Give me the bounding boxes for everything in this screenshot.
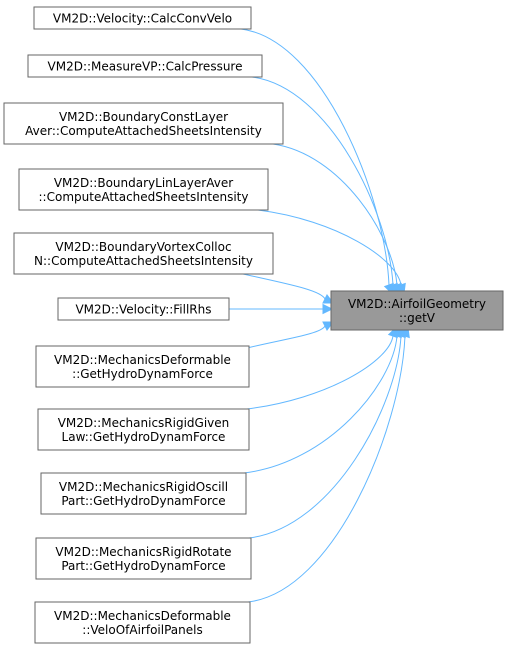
caller-node-mro-hydro-label-2: Part::GetHydroDynamForce	[61, 494, 225, 508]
edge-line	[251, 76, 394, 286]
caller-node-bcl-compute-label-1: VM2D::BoundaryConstLayer	[59, 110, 228, 124]
edge-line	[246, 335, 394, 410]
edge-arrowhead	[322, 303, 334, 315]
caller-node-bll-compute[interactable]: VM2D::BoundaryLinLayerAver::ComputeAttac…	[18, 168, 269, 211]
caller-node-bll-compute-label-1: VM2D::BoundaryLinLayerAver	[54, 176, 233, 190]
edge-line	[272, 143, 398, 286]
target-node-getv[interactable]: VM2D::AirfoilGeometry::getV	[330, 290, 504, 331]
target-node-getv-label-1: VM2D::AirfoilGeometry	[348, 297, 486, 311]
caller-node-md-hydro-label-1: VM2D::MechanicsDeformable	[54, 353, 231, 367]
caller-node-bcl-compute-label-2: Aver::ComputeAttachedSheetsIntensity	[25, 124, 262, 138]
caller-node-bll-compute-box	[18, 168, 269, 211]
caller-node-bvc-compute-box	[13, 232, 274, 275]
edge-line	[243, 335, 398, 474]
target-node-getv-label-2: ::getV	[399, 311, 436, 325]
target-node-getv-box	[330, 290, 504, 331]
caller-node-bvc-compute-label-2: N::ComputeAttachedSheetsIntensity	[34, 254, 253, 268]
call-edges	[229, 28, 410, 603]
edge-line	[246, 325, 326, 349]
call-nodes: VM2D::Velocity::CalcConvVeloVM2D::Measur…	[3, 6, 504, 644]
caller-node-fillrhs[interactable]: VM2D::Velocity::FillRhs	[57, 297, 230, 321]
edge-mrr-hydro-to-getV	[248, 326, 406, 539]
caller-node-mrg-hydro-label-2: Law::GetHydroDynamForce	[62, 430, 226, 444]
caller-node-md-hydro-label-2: ::GetHydroDynamForce	[72, 367, 213, 381]
caller-node-mrr-hydro[interactable]: VM2D::MechanicsRigidRotatePart::GetHydro…	[35, 537, 252, 580]
caller-node-calcconvvelo[interactable]: VM2D::Velocity::CalcConvVelo	[33, 6, 252, 30]
edge-mro-hydro-to-getV	[243, 326, 402, 474]
caller-node-calcconvvelo-box	[33, 6, 252, 30]
edge-line	[257, 209, 402, 286]
edge-md-hydro-to-getV	[246, 321, 335, 349]
edge-bvc-compute-to-getV	[242, 273, 335, 304]
edge-bll-compute-to-getV	[257, 209, 406, 295]
caller-node-calcpressure[interactable]: VM2D::MeasureVP::CalcPressure	[27, 54, 263, 78]
edge-line	[240, 28, 390, 286]
caller-node-fillrhs-box	[57, 297, 230, 321]
caller-node-calcconvvelo-label-1: VM2D::Velocity::CalcConvVelo	[53, 12, 232, 26]
caller-node-mrr-hydro-label-1: VM2D::MechanicsRigidRotate	[55, 545, 231, 559]
caller-node-md-hydro-box	[35, 345, 250, 388]
caller-node-bll-compute-label-2: ::ComputeAttachedSheetsIntensity	[39, 190, 249, 204]
caller-node-calcpressure-label-1: VM2D::MeasureVP::CalcPressure	[48, 60, 243, 74]
edge-mrg-hydro-to-getV	[246, 326, 398, 410]
caller-node-md-velo-box	[34, 601, 251, 644]
edge-line	[242, 273, 326, 300]
caller-node-fillrhs-label-1: VM2D::Velocity::FillRhs	[75, 303, 211, 317]
caller-node-bcl-compute[interactable]: VM2D::BoundaryConstLayerAver::ComputeAtt…	[3, 102, 284, 145]
caller-node-mro-hydro-label-1: VM2D::MechanicsRigidOscill	[59, 480, 228, 494]
caller-node-bcl-compute-box	[3, 102, 284, 145]
caller-node-bvc-compute-label-1: VM2D::BoundaryVortexColloc	[55, 240, 231, 254]
caller-node-md-velo-label-2: ::VeloOfAirfoilPanels	[82, 623, 202, 637]
caller-node-mrg-hydro-box	[37, 408, 250, 451]
caller-node-mro-hydro[interactable]: VM2D::MechanicsRigidOscillPart::GetHydro…	[40, 472, 247, 515]
edge-bcl-compute-to-getV	[272, 143, 402, 295]
edge-line	[248, 335, 402, 539]
caller-node-md-velo[interactable]: VM2D::MechanicsDeformable::VeloOfAirfoil…	[34, 601, 251, 644]
caller-node-calcpressure-box	[27, 54, 263, 78]
edge-md-velo-to-getV	[247, 326, 410, 603]
edge-fillrhs-to-getV	[229, 303, 334, 315]
caller-node-mrr-hydro-label-2: Part::GetHydroDynamForce	[61, 559, 225, 573]
caller-node-mro-hydro-box	[40, 472, 247, 515]
caller-node-md-hydro[interactable]: VM2D::MechanicsDeformable::GetHydroDynam…	[35, 345, 250, 388]
caller-node-mrg-hydro-label-1: VM2D::MechanicsRigidGiven	[58, 416, 230, 430]
caller-node-bvc-compute[interactable]: VM2D::BoundaryVortexCollocN::ComputeAtta…	[13, 232, 274, 275]
caller-node-md-velo-label-1: VM2D::MechanicsDeformable	[54, 609, 231, 623]
edge-line	[247, 335, 406, 603]
caller-node-mrg-hydro[interactable]: VM2D::MechanicsRigidGivenLaw::GetHydroDy…	[37, 408, 250, 451]
caller-node-mrr-hydro-box	[35, 537, 252, 580]
